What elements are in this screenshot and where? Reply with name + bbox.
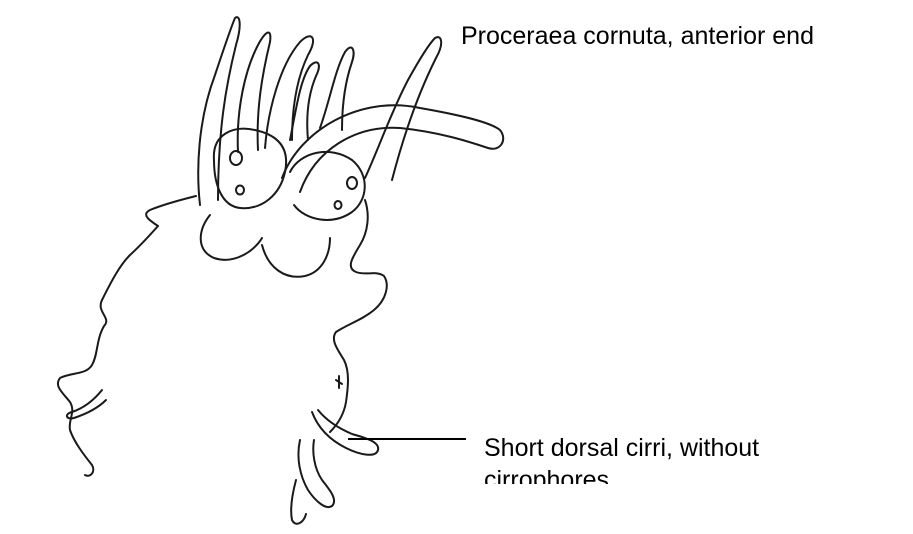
tentacle-right	[365, 37, 441, 180]
dorsal-cirrus-lower-1	[312, 410, 378, 455]
figure-title: Proceraea cornuta, anterior end	[461, 22, 814, 51]
tail-edge	[291, 480, 306, 524]
body-mark	[336, 376, 342, 388]
annotation-text: Short dorsal cirri, without cirrophores	[484, 432, 884, 484]
eye-2	[236, 186, 244, 195]
body-right-outline	[330, 200, 387, 432]
nuchal-lobe-left	[201, 215, 262, 260]
nuchal-lobe-right	[262, 238, 330, 277]
tentacle-left	[198, 17, 239, 205]
annotation-label: Short dorsal cirri, without cirrophores	[484, 432, 884, 484]
tentacle-curled-1	[265, 36, 313, 148]
eye-1	[230, 151, 242, 165]
body-left-outline	[58, 196, 196, 476]
eye-3	[347, 177, 357, 189]
dorsal-cirrus-lower-2	[298, 440, 334, 507]
prostomium-right-lobe	[290, 152, 365, 220]
tentacle-curled-3	[320, 47, 354, 130]
eye-4	[335, 201, 342, 209]
annotation-leader-line	[348, 438, 466, 440]
prostomium-left-lobe	[214, 129, 286, 208]
